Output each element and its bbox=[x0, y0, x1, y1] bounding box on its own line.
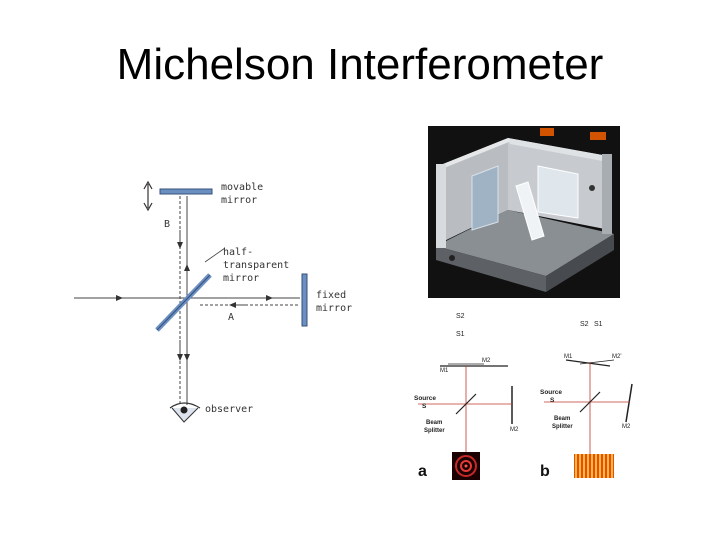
source-s1-b: S1 bbox=[594, 321, 603, 328]
panel-b-splitter-2: Splitter bbox=[552, 424, 573, 430]
half-mirror-label-1: half- bbox=[223, 247, 253, 258]
point-b-label: B bbox=[164, 219, 170, 230]
fringe-stripe bbox=[583, 454, 585, 478]
fringe-stripe bbox=[595, 454, 597, 478]
fringe-stripe bbox=[599, 454, 601, 478]
source-s1-a: S1 bbox=[456, 331, 465, 338]
panel-a-m2-top: M2 bbox=[482, 358, 491, 364]
interferometer-schematic: movable mirror B half- transparent mirro… bbox=[74, 180, 352, 423]
fringe-stripe bbox=[603, 454, 605, 478]
fringe-stripe bbox=[611, 454, 613, 478]
panel-b-splitter-1: Beam bbox=[554, 416, 570, 422]
panel-b: M1 M2' Source S Beam Splitter M2 b bbox=[540, 354, 633, 480]
interferometer-photo bbox=[428, 126, 620, 298]
fixed-mirror-label-2: mirror bbox=[316, 303, 352, 314]
movable-mirror bbox=[159, 188, 213, 195]
fixed-mirror bbox=[301, 273, 308, 327]
fringe-stripe bbox=[575, 454, 577, 478]
panel-a-source-symbol: S bbox=[422, 403, 427, 410]
slide-title: Michelson Interferometer bbox=[116, 40, 604, 89]
panel-b-source-symbol: S bbox=[550, 397, 555, 404]
fixed-mirror-label-1: fixed bbox=[316, 290, 346, 301]
fringe-stripe bbox=[591, 454, 593, 478]
source-s2-a: S2 bbox=[456, 313, 465, 320]
fringe-stripe bbox=[579, 454, 581, 478]
panel-b-m1: M1 bbox=[564, 354, 573, 360]
panel-b-source: Source bbox=[540, 389, 562, 396]
panel-a-m1: M1 bbox=[440, 368, 449, 374]
movable-mirror-label-2: mirror bbox=[221, 195, 257, 206]
panel-b-letter: b bbox=[540, 463, 550, 480]
fringe-diagrams: S2 S1 S2 S1 M2 M1 Source S Beam Splitter… bbox=[414, 313, 633, 480]
panel-b-m2-top: M2' bbox=[612, 354, 621, 360]
panel-a-m2-right: M2 bbox=[510, 427, 519, 433]
panel-a-source: Source bbox=[414, 395, 436, 402]
observer-eye-icon bbox=[169, 402, 201, 423]
half-mirror-label-2: transparent bbox=[223, 260, 289, 271]
panel-b-m2-right: M2 bbox=[622, 424, 631, 430]
half-mirror-label-3: mirror bbox=[223, 273, 259, 284]
panel-a-letter: a bbox=[418, 463, 427, 480]
point-a-label: A bbox=[228, 312, 234, 323]
movable-mirror-label-1: movable bbox=[221, 182, 263, 193]
panel-a: M2 M1 Source S Beam Splitter M2 a bbox=[414, 358, 519, 480]
observer-label: observer bbox=[205, 404, 253, 415]
panel-a-splitter-1: Beam bbox=[426, 420, 442, 426]
fringe-stripe bbox=[587, 454, 589, 478]
source-s2-b: S2 bbox=[580, 321, 589, 328]
panel-a-splitter-2: Splitter bbox=[424, 428, 445, 434]
fringe-stripe bbox=[607, 454, 609, 478]
